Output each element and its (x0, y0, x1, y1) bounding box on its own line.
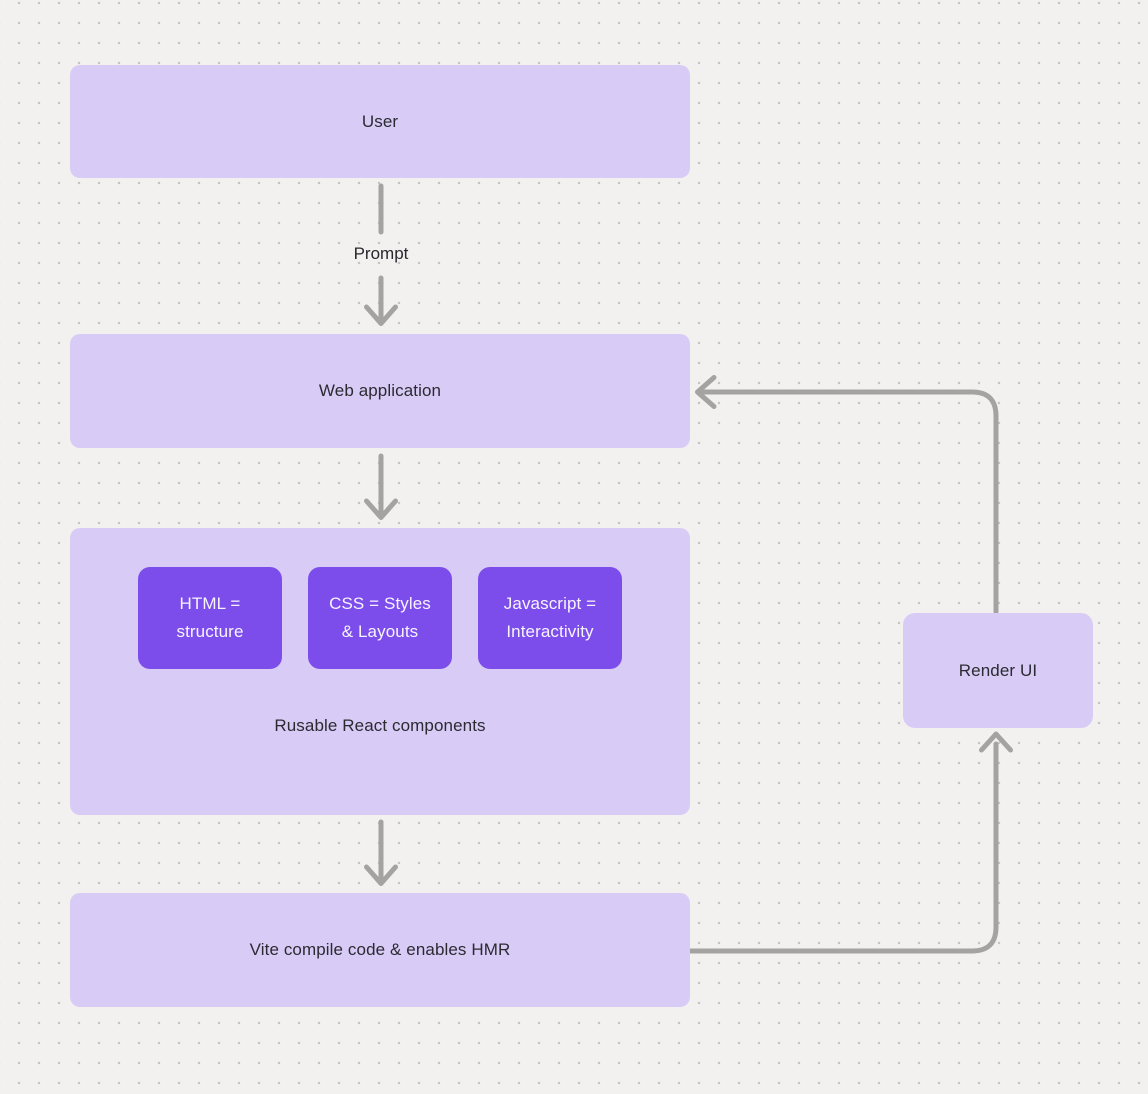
chip-html-label: HTML = structure (176, 594, 244, 641)
chip-css: CSS = Styles & Layouts (308, 567, 452, 669)
node-render-ui: Render UI (903, 613, 1093, 728)
components-group-caption: Rusable React components (274, 716, 486, 735)
node-web-application-label: Web application (318, 381, 442, 400)
arrowhead-down-vite (364, 864, 398, 886)
chip-html: HTML = structure (138, 567, 282, 669)
arrow-shaft-vite-to-renderui (687, 741, 999, 954)
chip-css-label: CSS = Styles & Layouts (329, 594, 431, 641)
node-user-label: User (361, 111, 399, 131)
node-vite: Vite compile code & enables HMR (70, 893, 690, 1007)
node-vite-label: Vite compile code & enables HMR (249, 940, 511, 959)
edge-label-prompt: Prompt (353, 244, 409, 263)
node-components-group: HTML = structure CSS = Styles & Layouts … (70, 528, 690, 815)
chip-javascript: Javascript = Interactivity (478, 567, 622, 669)
arrowhead-down-group (364, 498, 398, 520)
node-user: User (70, 65, 690, 178)
node-web-application: Web application (70, 334, 690, 448)
arrow-shaft-renderui-to-webapp (699, 389, 999, 615)
chip-javascript-label: Javascript = Interactivity (503, 594, 597, 641)
arrowhead-left-webapp (695, 375, 717, 409)
arrowhead-down-webapp (364, 304, 398, 326)
arrowhead-up-renderui (979, 731, 1013, 753)
node-render-ui-label: Render UI (958, 660, 1038, 680)
